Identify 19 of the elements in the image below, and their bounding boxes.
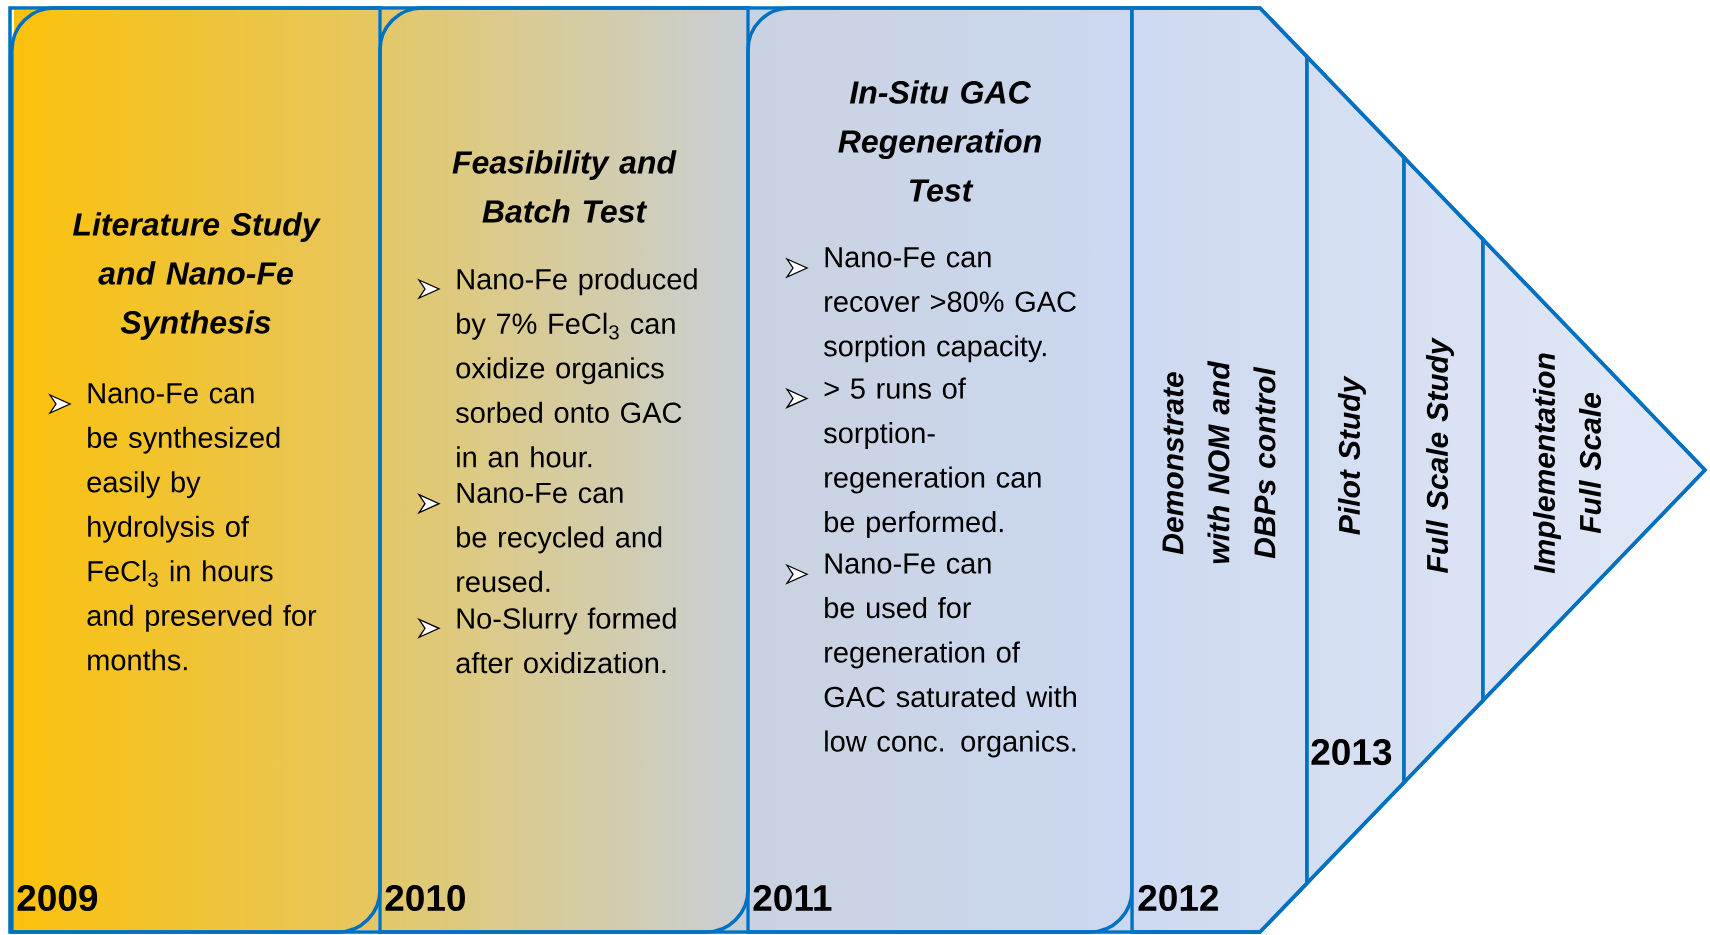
- bullet-text: Nano-Fe produced by 7% FeCl$_{3}$ can oxidize organics sorbed onto GAC in an hour.: [456, 268, 697, 468]
- panel-title: Full Scale Study: [1426, 337, 1454, 573]
- bullet-text: Nano-Fe can be used for regeneration of GAC saturated with low conc. organics.: [824, 553, 1076, 758]
- bullet-text: > 5 runs of sorption-regeneration can be performed.: [824, 377, 1041, 539]
- year-label: 2013: [1311, 738, 1392, 766]
- panel-title: Literature Study and Nano-Fe Synthesis: [73, 212, 321, 341]
- bullet-text: Nano-Fe can be recycled and reused.: [457, 482, 662, 593]
- bullet-text: Nano-Fe can recover >80% GAC sorption capacity.: [824, 247, 1076, 363]
- panel-title: Implementation Full Scale: [1533, 353, 1602, 574]
- panel-title: Demonstrate with NOM and DBPs control: [1162, 360, 1276, 564]
- panel-title: In-Situ GAC Regeneration Test: [838, 80, 1041, 202]
- year-label: 2012: [1138, 884, 1219, 912]
- panel-title: Pilot Study: [1338, 375, 1366, 535]
- year-label: 2010: [385, 884, 465, 912]
- panel-title: Feasibility and Batch Test: [452, 150, 677, 223]
- year-label: 2009: [17, 884, 98, 912]
- bullet-text: No-Slurry formed after oxidization.: [456, 607, 676, 674]
- year-label: 2011: [753, 884, 832, 912]
- bullet-text: Nano-Fe can be synthesized easily by hydrolysis of FeCl$_{3}$ in hours and preserved for months.: [87, 383, 317, 671]
